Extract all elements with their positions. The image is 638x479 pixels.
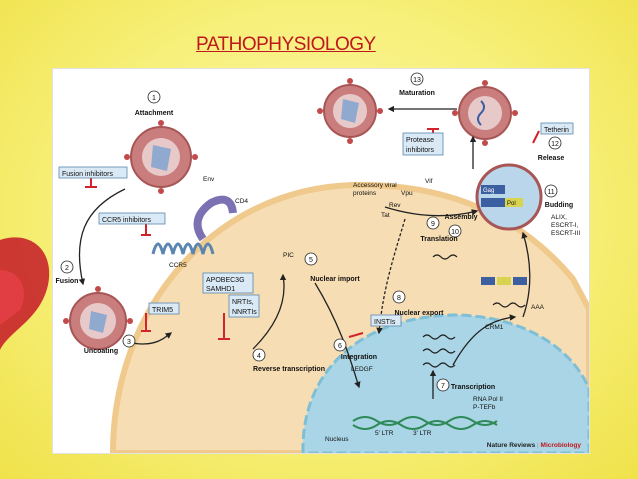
gag-polyprotein (481, 277, 495, 285)
alix-label: ALIX, (551, 214, 567, 221)
step-7-number: 7 (441, 383, 445, 390)
pol-label: Pol (507, 201, 516, 207)
virion-budding (475, 163, 543, 231)
step-4-label: Reverse transcription (253, 366, 325, 373)
step-9-label: Translation (420, 236, 457, 243)
escrt1-label: ESCRT-I, (551, 222, 579, 229)
ltr3-label: 3′ LTR (413, 430, 432, 437)
mrna-transcripts (422, 254, 526, 368)
ptefb-label: P-TEFb (473, 404, 496, 411)
step-2-label: Fusion (56, 278, 79, 285)
ltr5-label: 5′ LTR (375, 430, 394, 437)
protease-label: Protease (406, 137, 434, 144)
virion-attachment (130, 126, 192, 188)
step-10-number: 10 (451, 229, 459, 236)
aaa-label: AAA (531, 304, 545, 311)
vpu-label: Vpu (401, 190, 413, 197)
virion-fusion (69, 292, 127, 350)
instis-label: INSTIs (374, 319, 396, 326)
step-7-label: Transcription (451, 384, 495, 391)
step-13-number: 13 (413, 77, 421, 84)
step-1-number: 1 (152, 95, 156, 102)
rna-pol-label: RNA Pol II (473, 396, 503, 403)
ccr5-label: CCR5 (169, 262, 187, 269)
hiv-life-cycle-figure: Fusion inhibitors CCR5 inhibitors TRIM5 … (52, 68, 590, 454)
pol-polyprotein (497, 277, 511, 285)
escrt3-label: ESCRT-III (551, 230, 580, 237)
step-4-number: 4 (257, 353, 261, 360)
pic-label: PIC (283, 252, 294, 259)
tat-label: Tat (381, 212, 390, 219)
trim5-label: TRIM5 (152, 307, 173, 314)
fusion-inhibitors-label: Fusion inhibitors (62, 171, 113, 178)
accessory-label-1: Accessory viral (353, 182, 397, 189)
credit-journal: Nature Reviews (486, 442, 536, 449)
env-label: Env (203, 176, 215, 183)
ledgf-label: LEDGF (351, 366, 373, 373)
step-6-label: Integration (341, 354, 377, 361)
credit-section: Microbiology (540, 442, 581, 449)
step-3-label: Uncoating (84, 348, 118, 355)
apobec3g-label: APOBEC3G (206, 277, 245, 284)
step-5-label: Nuclear import (310, 276, 360, 283)
virion-mature-right (458, 86, 512, 140)
step-5-number: 5 (309, 257, 313, 264)
step-2-number: 2 (65, 265, 69, 272)
ccr5-inhibitors-label: CCR5 inhibitors (102, 217, 152, 224)
step-1-label: Attachment (135, 110, 174, 117)
step-8-number: 8 (397, 295, 401, 302)
step-6-number: 6 (338, 343, 342, 350)
crm1-label: CRM1 (485, 324, 504, 331)
gag-label: Gag (483, 188, 494, 194)
step-11-number: 11 (547, 189, 554, 196)
step-11-label: Budding (545, 202, 573, 209)
nnrtis-label: NNRTIs (232, 309, 257, 316)
step-3-number: 3 (127, 339, 131, 346)
tetherin-label: Tetherin (544, 127, 569, 134)
awareness-ribbon (0, 237, 50, 350)
cd4-label: CD4 (235, 198, 248, 205)
ccr5-receptor (151, 242, 215, 255)
vif-label: Vif (425, 178, 433, 185)
slide-title: PATHOPHYSIOLOGY (196, 34, 376, 55)
virion-mature-left (323, 84, 377, 138)
nrtis-label: NRTIs, (232, 299, 254, 306)
credit-separator: | (537, 442, 539, 449)
samhd1-label: SAMHD1 (206, 286, 235, 293)
figure-credit: Nature Reviews | Microbiology (487, 442, 581, 449)
step-10-label: Assembly (444, 214, 477, 221)
nucleus-label: Nucleus (325, 436, 349, 443)
cd4-receptor (193, 195, 237, 242)
step-8-label: Nuclear export (394, 310, 444, 317)
virion-spikes (63, 78, 518, 324)
step-12-number: 12 (551, 141, 559, 148)
protease-inhibitors-label: inhibitors (406, 147, 435, 154)
accessory-label-2: proteins (353, 190, 377, 197)
step-13-label: Maturation (399, 90, 435, 97)
step-9-number: 9 (431, 221, 435, 228)
step-12-label: Release (538, 155, 565, 162)
proviral-dna (352, 416, 498, 426)
rev-label: Rev (389, 202, 401, 209)
